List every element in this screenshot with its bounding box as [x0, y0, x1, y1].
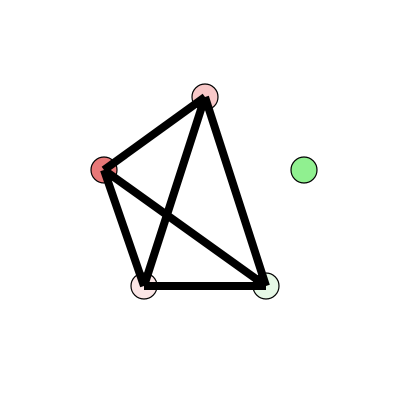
edge-left-bottom-left[interactable] [100, 168, 148, 288]
edge-layer [100, 93, 270, 290]
node-layer [90, 83, 318, 300]
edge-top-left[interactable] [101, 93, 208, 174]
edge-top-bottom-left[interactable] [140, 95, 209, 288]
edge-top-bottom-right[interactable] [201, 95, 270, 288]
edge-left-bottom-right[interactable] [101, 166, 269, 290]
node-right[interactable] [290, 156, 318, 184]
